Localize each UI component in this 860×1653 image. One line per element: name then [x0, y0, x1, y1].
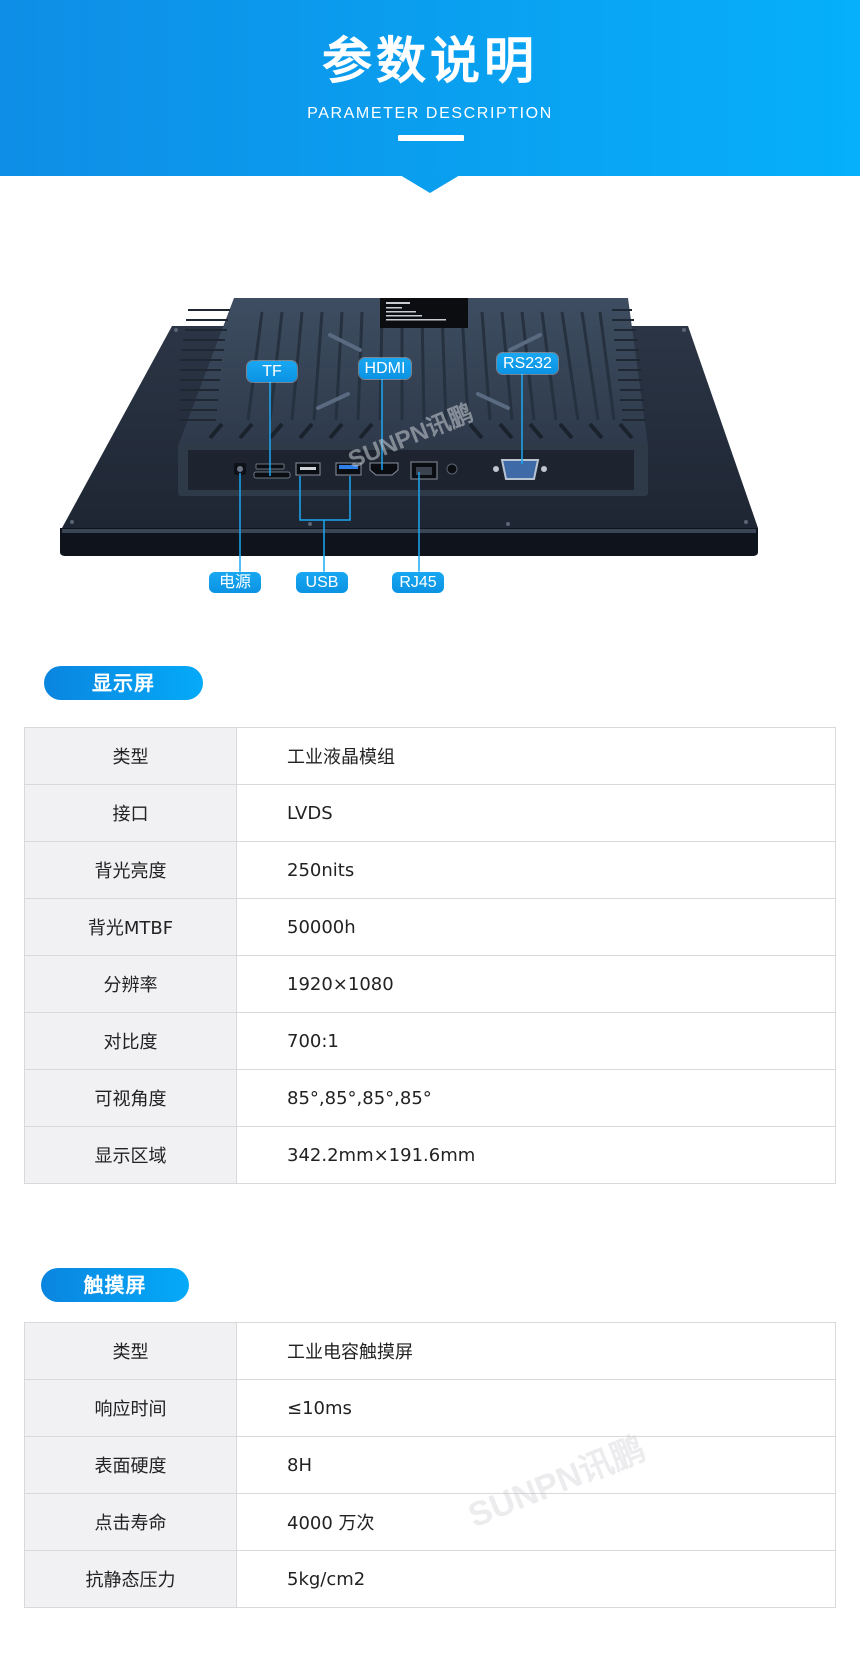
callout-rj45: RJ45 [392, 572, 444, 593]
spec-key: 背光亮度 [25, 842, 237, 898]
header-arrow [400, 175, 460, 193]
table-row: 背光亮度 250nits [25, 842, 835, 899]
touch-spec-table: 类型 工业电容触摸屏 响应时间 ≤10ms 表面硬度 8H 点击寿命 4000 … [24, 1322, 836, 1608]
callout-hdmi: HDMI [359, 358, 411, 379]
spec-key: 可视角度 [25, 1070, 237, 1126]
spec-key: 分辨率 [25, 956, 237, 1012]
section-title-display: 显示屏 [44, 666, 203, 700]
spec-value: 8H [287, 1454, 312, 1476]
spec-key: 抗静态压力 [25, 1551, 237, 1607]
page-title: 参数说明 [322, 32, 538, 90]
table-row: 显示区域 342.2mm×191.6mm [25, 1127, 835, 1184]
spec-value: 250nits [287, 859, 355, 881]
spec-key: 点击寿命 [25, 1494, 237, 1550]
spec-key: 接口 [25, 785, 237, 841]
title-underline [398, 135, 464, 141]
table-row: 抗静态压力 5kg/cm2 [25, 1551, 835, 1608]
spec-value: 85°,85°,85°,85° [287, 1087, 432, 1109]
spec-value: 工业电容触摸屏 [287, 1342, 413, 1363]
device-rear-image: SUNPN讯鹏 TF HDMI RS232 电源 USB RJ45 [0, 290, 860, 610]
panel-pc-illustration [60, 298, 758, 572]
spec-value: LVDS [287, 802, 333, 824]
spec-key: 对比度 [25, 1013, 237, 1069]
callout-usb: USB [296, 572, 348, 593]
spec-key: 表面硬度 [25, 1437, 237, 1493]
spec-key: 类型 [25, 728, 237, 784]
spec-value: ≤10ms [287, 1397, 352, 1419]
spec-value: 5kg/cm2 [287, 1568, 366, 1590]
table-row: 对比度 700:1 [25, 1013, 835, 1070]
spec-key: 显示区域 [25, 1127, 237, 1183]
spec-value: 342.2mm×191.6mm [287, 1144, 476, 1166]
callout-rs232: RS232 [497, 353, 558, 374]
spec-value: 50000h [287, 916, 356, 938]
callout-power: 电源 [209, 572, 261, 593]
table-row: 类型 工业液晶模组 [25, 728, 835, 785]
table-row: 响应时间 ≤10ms [25, 1380, 835, 1437]
table-row: 接口 LVDS [25, 785, 835, 842]
spec-key: 背光MTBF [25, 899, 237, 955]
table-row: 点击寿命 4000 万次 [25, 1494, 835, 1551]
section-title-touch: 触摸屏 [41, 1268, 189, 1302]
spec-value: 4000 万次 [287, 1513, 375, 1534]
table-row: 可视角度 85°,85°,85°,85° [25, 1070, 835, 1127]
spec-key: 类型 [25, 1323, 237, 1379]
spec-value: 700:1 [287, 1030, 339, 1052]
table-row: 背光MTBF 50000h [25, 899, 835, 956]
table-row: 分辨率 1920×1080 [25, 956, 835, 1013]
table-row: 表面硬度 8H [25, 1437, 835, 1494]
spec-key: 响应时间 [25, 1380, 237, 1436]
header-banner [0, 0, 860, 176]
display-spec-table: 类型 工业液晶模组 接口 LVDS 背光亮度 250nits 背光MTBF 50… [24, 727, 836, 1184]
callout-tf: TF [247, 361, 297, 382]
page-subtitle: PARAMETER DESCRIPTION [307, 105, 553, 122]
spec-value: 1920×1080 [287, 973, 394, 995]
spec-value: 工业液晶模组 [287, 747, 395, 768]
table-row: 类型 工业电容触摸屏 [25, 1323, 835, 1380]
